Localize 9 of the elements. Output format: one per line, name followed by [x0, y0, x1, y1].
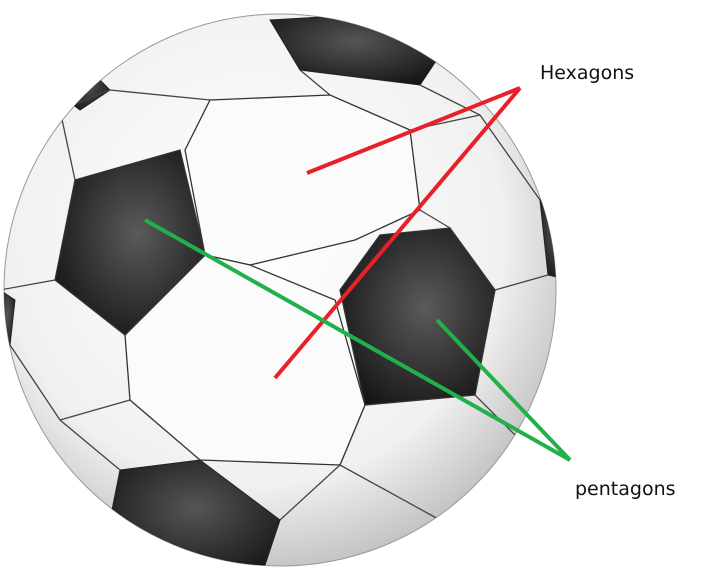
label-text: pentagons	[575, 478, 676, 500]
pentagon-patch	[338, 226, 498, 408]
leader-line	[144, 218, 571, 462]
leader-line	[273, 86, 522, 380]
label-text: Hexagons	[540, 62, 634, 84]
hexagon-patch	[125, 255, 367, 467]
leader-line	[436, 318, 572, 462]
pentagon-patch	[52, 148, 208, 338]
leader-line	[306, 86, 521, 175]
